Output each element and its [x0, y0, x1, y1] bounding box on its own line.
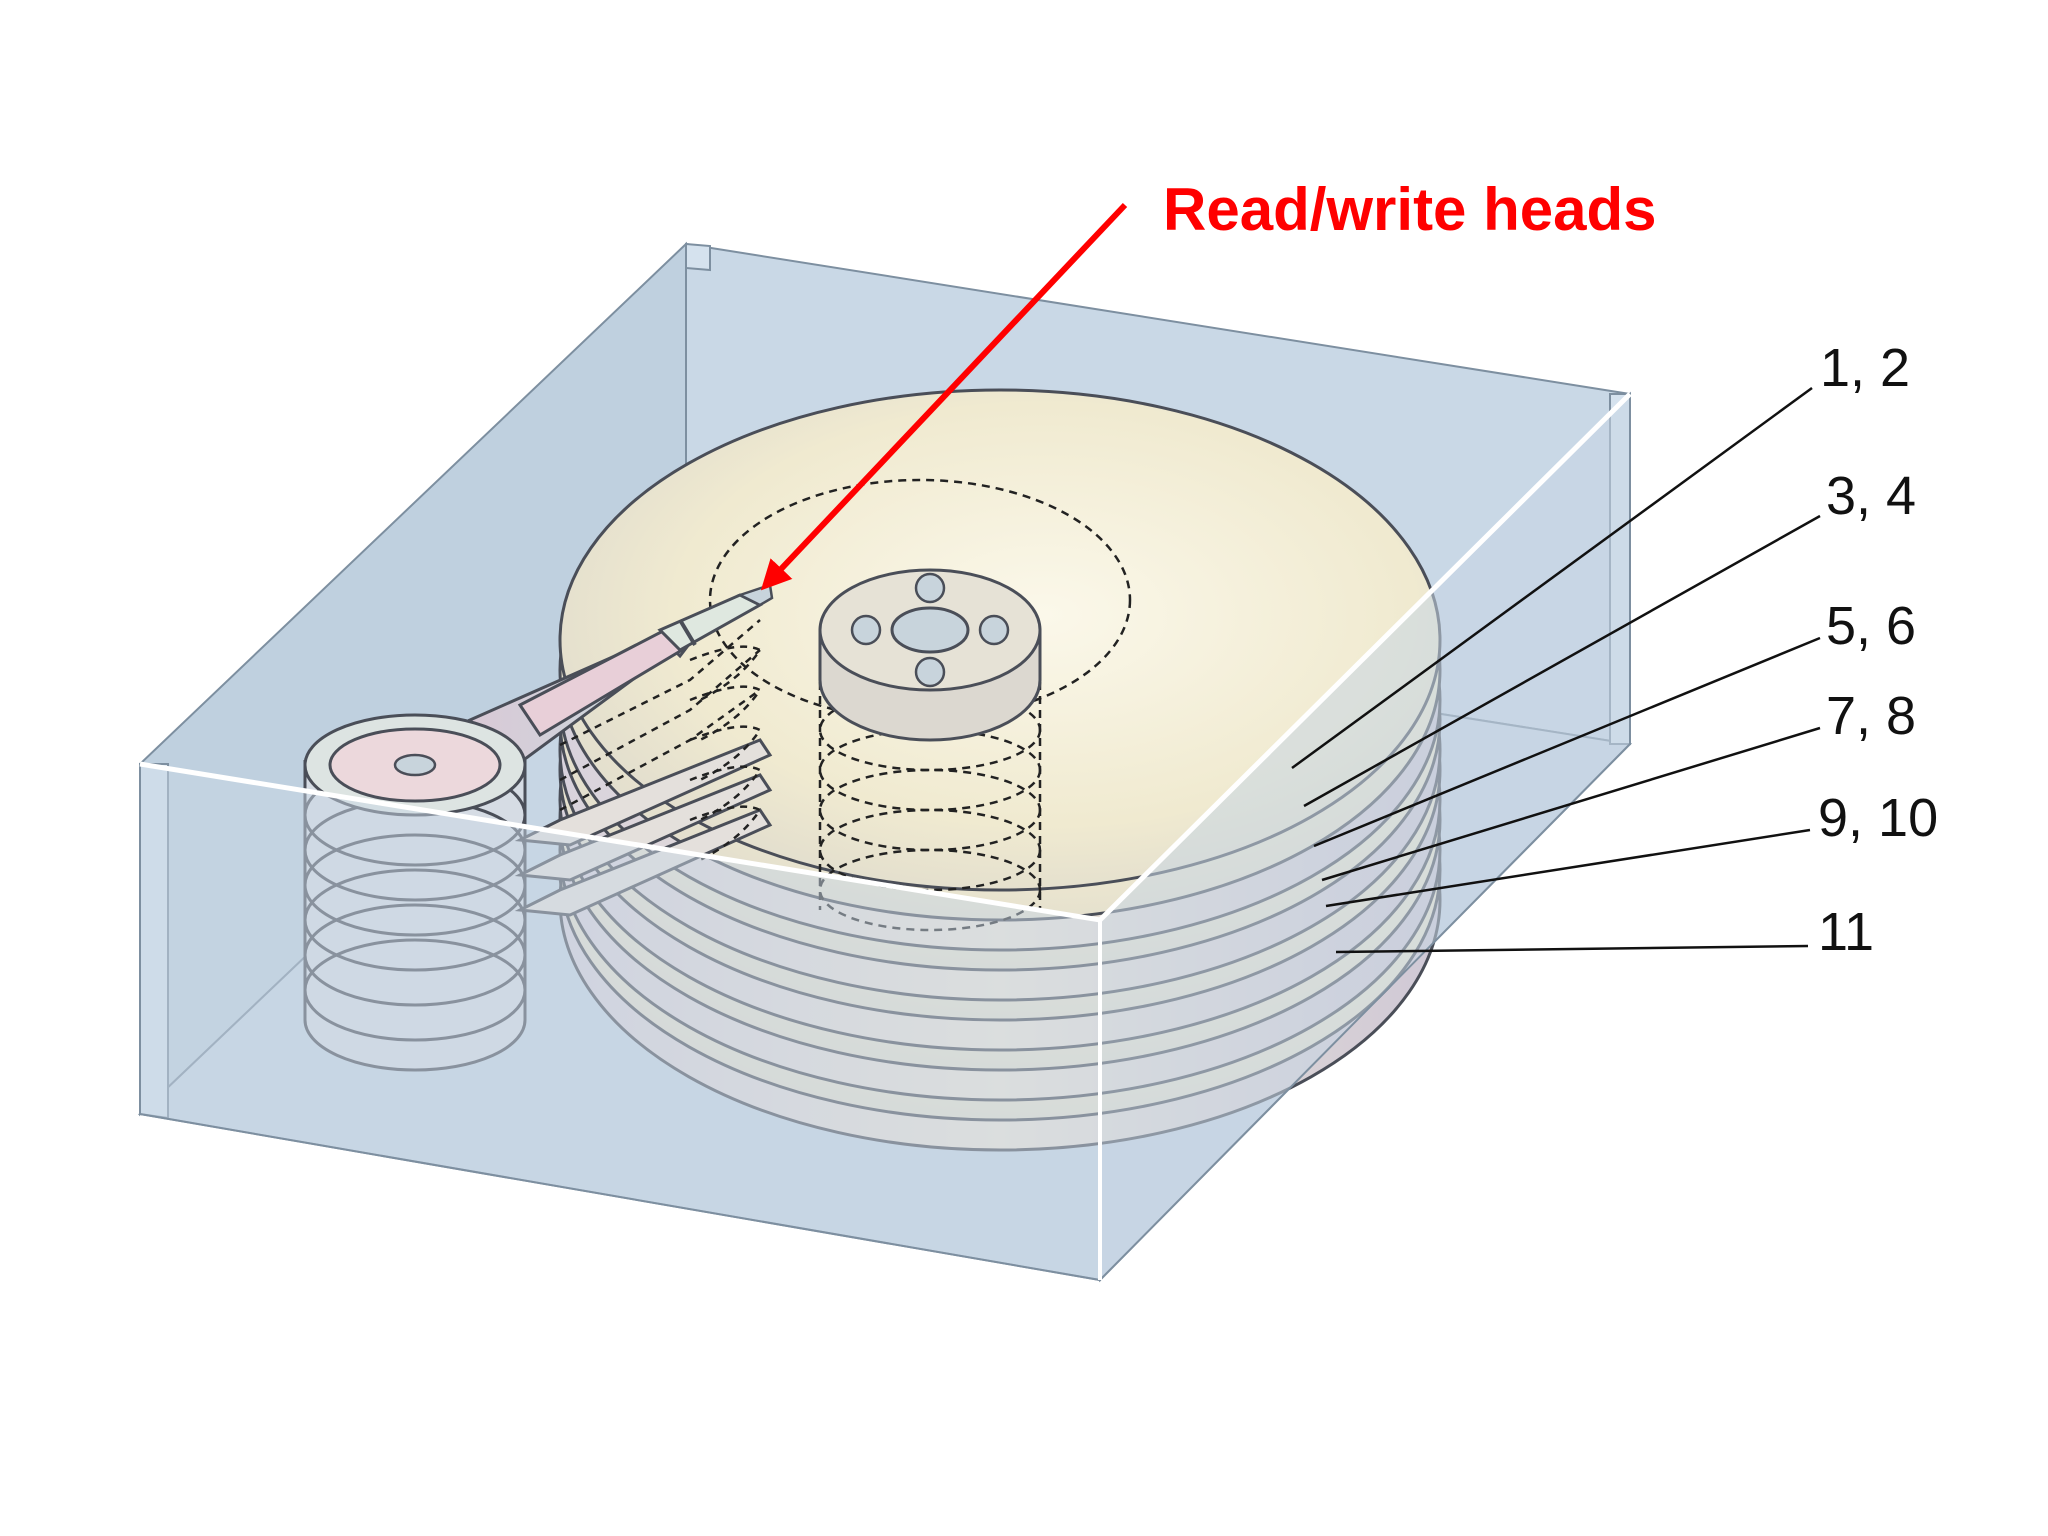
surface-leader-lines [1291, 386, 1821, 954]
hidden-arm-outlines [559, 619, 762, 862]
leader-line-9-10 [1325, 828, 1811, 908]
surface-label-5-6: 5, 6 [1826, 596, 1916, 656]
heads-arrow [760, 202, 1128, 591]
leader-line-11 [1335, 944, 1809, 954]
surface-label-3-4: 3, 4 [1826, 466, 1916, 526]
read-write-head [657, 583, 774, 652]
leader-line-3-4 [1303, 514, 1821, 808]
leader-line-1-2 [1291, 386, 1813, 770]
surface-label-9-10: 9, 10 [1818, 788, 1938, 848]
leader-line-7-8 [1321, 726, 1821, 882]
enclosure-front [139, 391, 1632, 1283]
surface-labels: 1, 2 3, 4 5, 6 7, 8 9, 10 11 [1818, 338, 1938, 962]
heads-label: Read/write heads [1163, 176, 1657, 243]
heads-annotation: Read/write heads [760, 176, 1657, 591]
surface-label-11: 11 [1818, 902, 1874, 962]
spindle-hub [818, 568, 1042, 742]
enclosure-back-rim [685, 242, 711, 272]
surface-label-7-8: 7, 8 [1826, 686, 1916, 746]
leader-line-5-6 [1313, 636, 1821, 848]
track-outline [708, 478, 1132, 722]
surface-label-1-2: 1, 2 [1820, 338, 1910, 398]
